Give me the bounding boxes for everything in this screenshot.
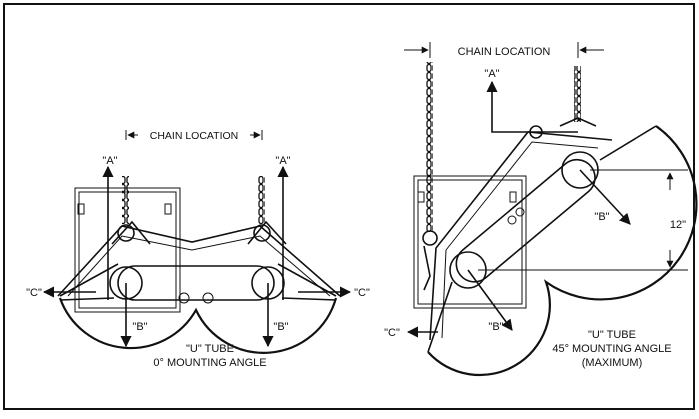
outer-frame xyxy=(3,3,695,410)
left-caption-line1: "U" TUBE xyxy=(186,343,234,355)
right-top-bracket xyxy=(559,117,597,127)
left-chain-right xyxy=(258,176,265,224)
left-bolt-1 xyxy=(178,292,190,304)
left-label-a-right: "A" xyxy=(275,155,290,167)
right-housing-inner xyxy=(417,179,523,305)
right-arrow-b-upper xyxy=(579,169,631,225)
right-frame-inner xyxy=(441,141,599,339)
right-frame-outer xyxy=(429,131,613,341)
right-u-tube-arc xyxy=(427,125,698,377)
left-arm-right xyxy=(277,263,337,301)
right-label-b-upper: "B" xyxy=(594,211,609,223)
right-chain-location-label: CHAIN LOCATION xyxy=(458,46,551,58)
right-label-c: "C" xyxy=(384,327,400,339)
left-chain-ring-left xyxy=(117,224,135,242)
left-mount-frame xyxy=(57,225,341,297)
right-arc-edge-lower xyxy=(427,281,453,353)
left-chain-ring-right xyxy=(253,224,271,242)
left-u-tube-body xyxy=(117,265,275,301)
right-arc-edge-upper xyxy=(599,125,657,161)
right-label-a: "A" xyxy=(484,68,499,80)
right-housing-clip-right xyxy=(509,191,517,203)
left-housing-clip-left xyxy=(77,203,85,215)
right-housing-box xyxy=(413,175,527,309)
left-label-a-left: "A" xyxy=(102,155,117,167)
right-bolt-2 xyxy=(515,207,525,217)
right-u-tube-group xyxy=(455,158,596,283)
left-caption-line2: 0° MOUNTING ANGLE xyxy=(153,357,266,369)
right-dimension-label: 12" xyxy=(670,219,686,231)
left-housing-clip-right xyxy=(164,203,172,215)
left-label-c-right: "C" xyxy=(354,287,370,299)
left-label-c-left: "C" xyxy=(26,287,42,299)
right-chain-ring-left xyxy=(422,230,438,246)
left-chain-left xyxy=(122,176,129,224)
right-caption-line3: (MAXIMUM) xyxy=(582,357,643,369)
left-label-b-left: "B" xyxy=(132,321,147,333)
right-figure: 12" CHAIN LOCATION "A" "B" "B" "C" "U" T… xyxy=(384,42,698,377)
right-arrow-a xyxy=(486,80,578,133)
left-bracket-right xyxy=(247,220,287,245)
right-label-b-lower: "B" xyxy=(488,321,503,333)
right-arrow-b-lower xyxy=(467,269,513,331)
right-caption-line1: "U" TUBE xyxy=(588,329,636,341)
left-label-b-right: "B" xyxy=(273,321,288,333)
left-bolt-2 xyxy=(202,292,214,304)
right-hook xyxy=(423,245,431,291)
right-bolt-1 xyxy=(507,215,517,225)
right-u-tube-body xyxy=(455,158,596,283)
right-caption-line2: 45° MOUNTING ANGLE xyxy=(552,343,671,355)
left-chain-location-label: CHAIN LOCATION xyxy=(150,130,238,142)
right-housing-clip-left xyxy=(417,191,425,203)
right-chain-left xyxy=(426,62,433,232)
right-chain-right xyxy=(574,66,581,122)
left-figure: CHAIN LOCATION "A" "A" "B" "B" "C" "C" "… xyxy=(26,130,370,369)
left-u-tube-arc xyxy=(58,297,338,354)
